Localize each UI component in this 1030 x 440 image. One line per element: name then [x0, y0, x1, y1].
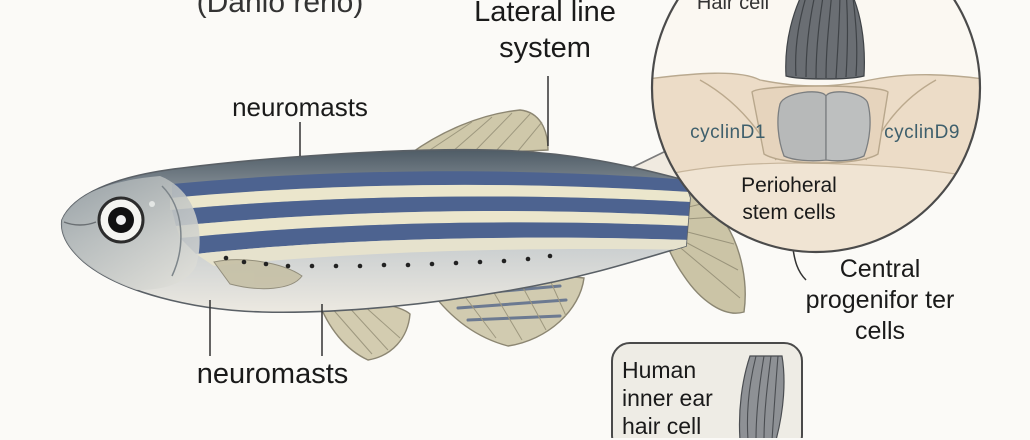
- inset-border: [650, 0, 982, 254]
- progenitor-cell-left: [777, 91, 827, 162]
- cyclin-right-label: cyclinD9: [884, 122, 960, 143]
- peripheral-stem-label: Perioheral stem cells: [741, 174, 837, 224]
- hair-cell-label: Hair cell: [696, 0, 770, 14]
- central-progenitor-label: Central progenifor ter cells: [805, 255, 955, 345]
- species-label: (Danio rerio): [196, 0, 364, 19]
- human-hair-cell-label: Human inner ear hair cell: [622, 357, 713, 439]
- stripe-2: [172, 196, 690, 226]
- lateral-line-label: Lateral line system: [474, 0, 616, 64]
- dorsal-fin: [407, 109, 549, 155]
- neuromasts-top-label: neuromasts: [232, 92, 368, 122]
- fish-body: [60, 148, 691, 314]
- fish-eye: [97, 196, 155, 244]
- human-hair-bundle-icon: [738, 355, 785, 438]
- human-hair-cell-box: [611, 342, 803, 438]
- stripe-1: [172, 171, 690, 198]
- hair-bundle-icon: [785, 0, 865, 80]
- progenitor-cell-right: [825, 91, 871, 162]
- lateral-line-neuromasts: [223, 253, 553, 269]
- neuromasts-bottom-label: neuromasts: [196, 358, 349, 390]
- cyclin-left-label: cyclinD1: [690, 122, 766, 143]
- stripe-3: [180, 222, 690, 254]
